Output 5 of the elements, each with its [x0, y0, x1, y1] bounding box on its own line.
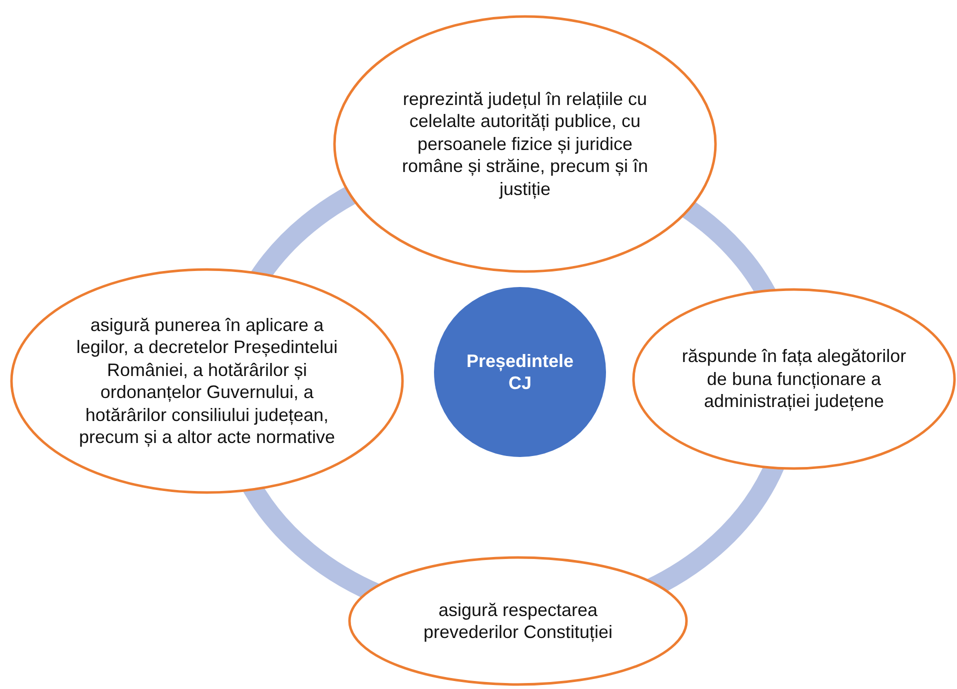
node-text: asigură respectarea prevederilor Constituției	[422, 598, 614, 644]
node-text: răspunde în fața alegătorilor de buna funcționare a administrației județene	[680, 345, 908, 413]
node-text: reprezintă județul în relațiile cu celelalte autorități publice, cu persoanele fizice și juridice române și străine, precum și în justiție	[400, 88, 650, 200]
center-label: Președintele CJ	[465, 350, 575, 394]
node-text: asigură punerea în aplicare a legilor, a decretelor Președintelui României, a hotărârilor și ordonanțelor Guvernului, a hotărârilor consiliului județean, precum și a altor acte normative	[75, 314, 339, 448]
